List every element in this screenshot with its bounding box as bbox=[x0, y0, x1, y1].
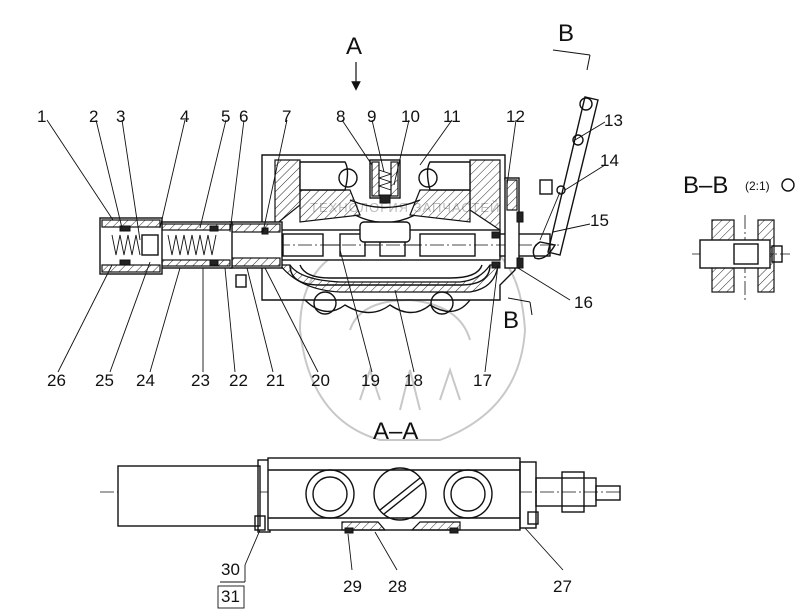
main-section-view: A bbox=[99, 20, 599, 334]
valve-body bbox=[261, 154, 516, 301]
port-chamber-right bbox=[426, 161, 471, 191]
part-label-28: 28 bbox=[388, 577, 407, 596]
section-aa-title: A–A bbox=[373, 418, 418, 445]
part-label-16: 16 bbox=[574, 293, 593, 312]
part-label-24: 24 bbox=[136, 371, 155, 390]
part-label-25: 25 bbox=[95, 371, 114, 390]
part-label-13: 13 bbox=[604, 111, 623, 130]
part-label-21: 21 bbox=[266, 371, 285, 390]
part-label-3: 3 bbox=[116, 107, 125, 126]
part-label-31: 31 bbox=[221, 587, 240, 606]
part-label-11: 11 bbox=[443, 107, 461, 126]
part-label-15: 15 bbox=[590, 211, 609, 230]
control-handle bbox=[547, 96, 599, 256]
part-label-23: 23 bbox=[191, 371, 210, 390]
part-label-18: 18 bbox=[404, 371, 423, 390]
section-bb-title: B–B bbox=[683, 172, 728, 199]
part-label-2: 2 bbox=[89, 107, 98, 126]
view-circle-icon bbox=[781, 178, 795, 192]
relief-cap-outline bbox=[117, 465, 261, 527]
part-label-12: 12 bbox=[506, 107, 525, 126]
port-chamber-left bbox=[299, 161, 349, 191]
part-label-5: 5 bbox=[221, 107, 230, 126]
section-bb-view: B–B (2:1) bbox=[683, 172, 795, 300]
part-label-29: 29 bbox=[343, 577, 362, 596]
part-label-14: 14 bbox=[600, 151, 619, 170]
leader-lines bbox=[46, 119, 606, 583]
part-label-6: 6 bbox=[239, 107, 248, 126]
part-label-27: 27 bbox=[553, 577, 572, 596]
part-label-10: 10 bbox=[401, 107, 420, 126]
part-label-7: 7 bbox=[282, 107, 291, 126]
part-label-26: 26 bbox=[47, 371, 66, 390]
part-label-9: 9 bbox=[367, 107, 376, 126]
part-number-labels: 1 2 3 4 5 6 7 8 9 10 11 12 13 14 15 16 1… bbox=[37, 107, 623, 609]
section-b-arrow-label: B bbox=[558, 20, 574, 47]
section-bb-scale: (2:1) bbox=[745, 179, 770, 193]
part-label-8: 8 bbox=[336, 107, 345, 126]
view-arrow-a-label: A bbox=[346, 33, 362, 60]
part-label-22: 22 bbox=[229, 371, 248, 390]
part-label-19: 19 bbox=[361, 371, 380, 390]
section-aa-view: A–A bbox=[100, 418, 621, 534]
part-label-20: 20 bbox=[311, 371, 330, 390]
section-b-lower-label: B bbox=[503, 307, 519, 334]
part-label-30: 30 bbox=[221, 560, 240, 579]
part-label-17: 17 bbox=[473, 371, 492, 390]
part-label-4: 4 bbox=[180, 107, 189, 126]
part-label-1: 1 bbox=[37, 107, 46, 126]
